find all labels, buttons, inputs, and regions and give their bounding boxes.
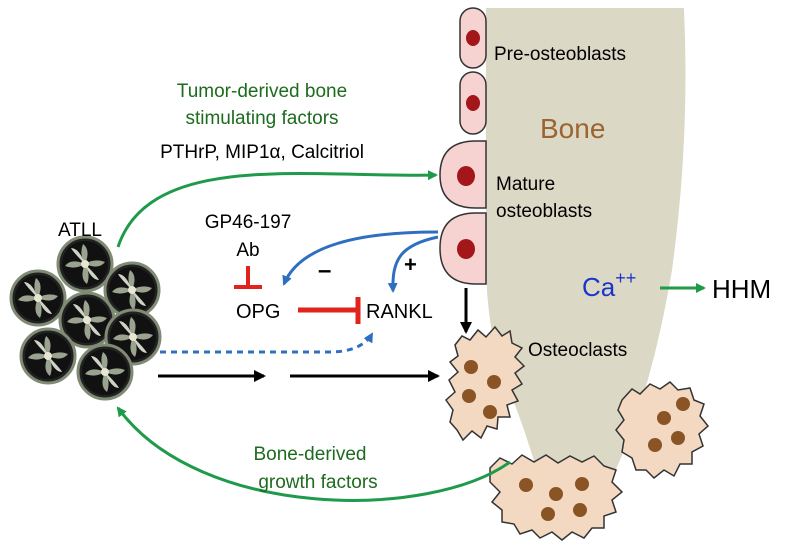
osteoblast-to-rankl-arrow	[387, 235, 439, 293]
mature-osteoblasts-label-line2: osteoblasts	[496, 201, 592, 222]
tumor-factors-title-line1: Tumor-derived bone	[177, 81, 347, 102]
growth-factors-label-line2: growth factors	[258, 472, 377, 493]
atll-cell	[19, 327, 77, 385]
mature-osteoblast-cell	[439, 140, 487, 209]
bone-label: Bone	[540, 113, 605, 144]
tumor-factors-arrow	[116, 170, 438, 248]
mature-osteoblasts-label-line1: Mature	[496, 174, 555, 195]
bone-matrix	[486, 8, 686, 482]
pre-osteoblast-cell	[459, 71, 487, 135]
gp46-label: GP46-197	[205, 212, 292, 233]
hhm-label: HHM	[712, 274, 771, 304]
minus-sign: –	[318, 257, 331, 284]
atll-cell	[56, 235, 114, 293]
mature-osteoblast-cell	[439, 212, 487, 285]
pre-osteoblasts-label: Pre-osteoblasts	[494, 44, 626, 65]
tumor-factors-list: PTHrP, MIP1α, Calcitriol	[160, 142, 364, 163]
growth-factors-label-line1: Bone-derived	[253, 444, 366, 465]
osteoclasts-label: Osteoclasts	[528, 340, 627, 361]
ab-label: Ab	[236, 240, 259, 261]
pre-osteoblast-cell	[459, 7, 487, 69]
osteoclast-cell	[615, 381, 710, 480]
atll-label: ATLL	[58, 220, 102, 241]
atll-cell-cluster	[9, 235, 162, 401]
atll-to-rankl-dashed-arrow	[160, 332, 374, 354]
atll-cell	[9, 269, 67, 327]
growth-factors-arrow	[116, 406, 511, 502]
atll-cell	[76, 343, 134, 401]
tumor-factors-title-line2: stimulating factors	[185, 108, 338, 129]
osteoclast-cell	[445, 325, 526, 442]
opg-label: OPG	[236, 301, 280, 323]
calcium-label: Ca++	[582, 268, 636, 302]
plus-sign: +	[404, 252, 417, 277]
rankl-label: RANKL	[366, 301, 433, 323]
osteoclast-cell	[489, 454, 624, 541]
osteoblast-to-opg-arrow	[282, 230, 439, 286]
